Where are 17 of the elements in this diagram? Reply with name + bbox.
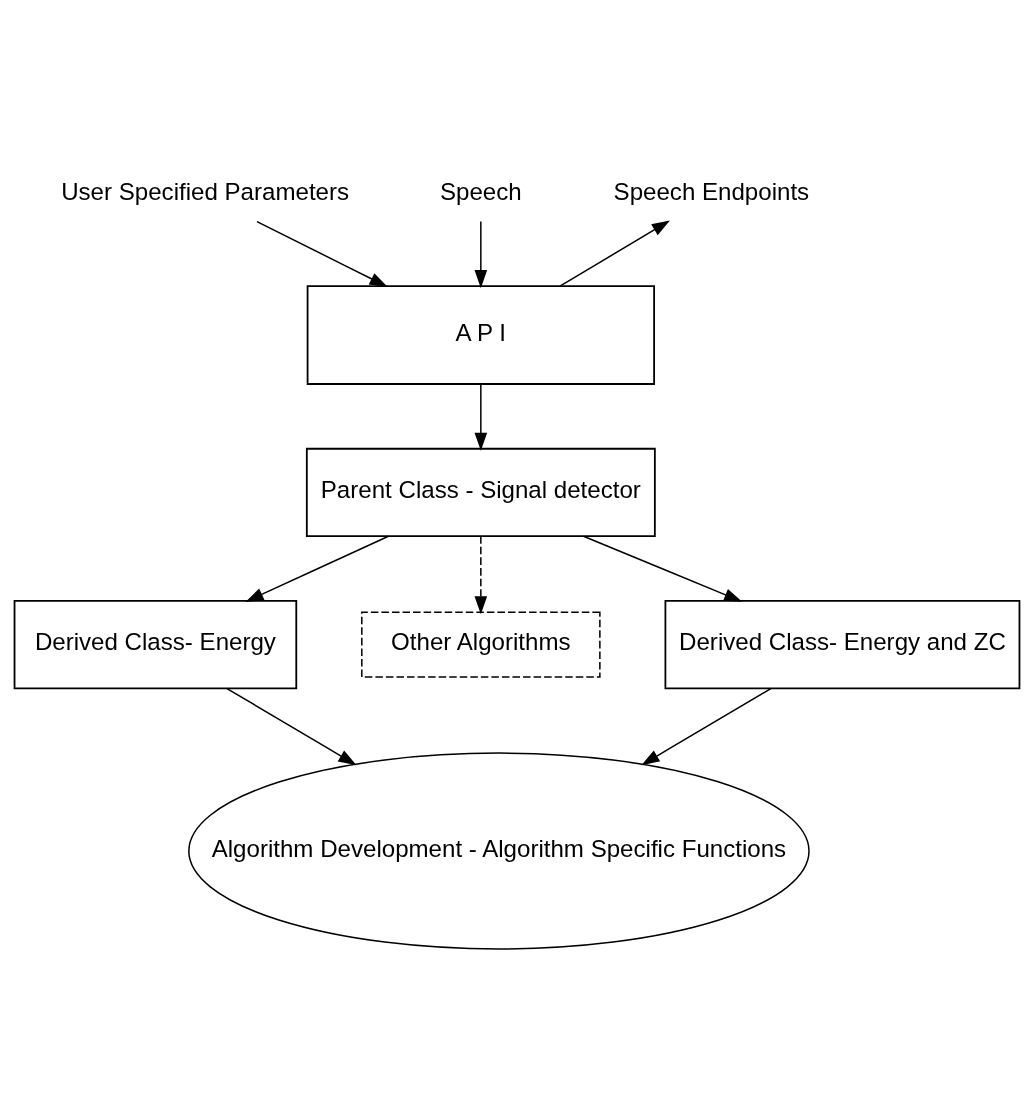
node-box: A P I — [306, 285, 655, 385]
node-box: Parent Class - Signal detector — [305, 447, 656, 538]
node-text: Speech — [439, 177, 522, 205]
arrow — [474, 535, 488, 615]
arrow — [474, 383, 488, 451]
arrow — [582, 535, 743, 602]
arrow — [256, 220, 388, 287]
node-text: Speech Endpoints — [613, 177, 810, 205]
node-box: Derived Class- Energy — [13, 600, 298, 690]
node-box: Derived Class- Energy and ZC — [664, 600, 1021, 690]
arrow — [641, 687, 772, 766]
arrow — [474, 220, 488, 289]
arrow — [559, 220, 670, 287]
node-text: User Specified Parameters — [61, 177, 350, 205]
arrow — [245, 535, 390, 602]
node-box: Other Algorithms — [361, 611, 601, 678]
arrow — [226, 687, 357, 766]
